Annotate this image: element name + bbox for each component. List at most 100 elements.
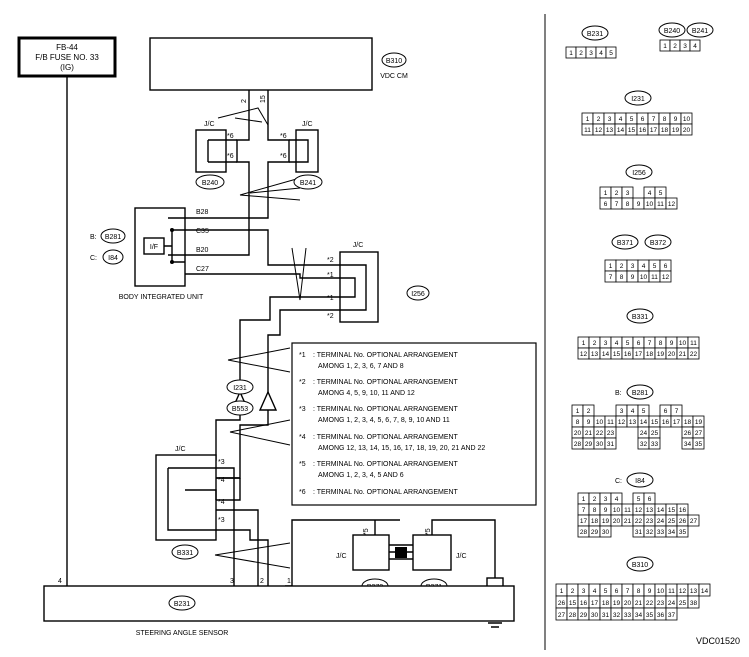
connector-pin-cell: [698, 583, 711, 597]
connector-pin: 3: [608, 116, 612, 123]
connector-pin: 7: [652, 116, 656, 123]
connector-pin: 9: [648, 588, 652, 595]
connector-pin: 2: [587, 408, 591, 415]
connector-title: I84: [635, 478, 645, 485]
connector-pin: 11: [624, 507, 631, 514]
connector-tag-shape: [626, 472, 654, 488]
connector-pin: 3: [604, 340, 608, 347]
connector-pin: 3: [620, 408, 624, 415]
body-unit-label: BODY INTEGRATED UNIT: [119, 294, 204, 301]
note-mark: *4: [299, 434, 306, 441]
connector-pin: 8: [593, 507, 597, 514]
tag-b-prefix: B:: [90, 234, 97, 241]
i84-tag: I84: [108, 255, 118, 262]
connector-pin: 25: [651, 430, 659, 437]
connector-prefix: C:: [615, 478, 622, 485]
steering-angle-sensor: [43, 585, 515, 622]
connector-pin: 8: [637, 588, 641, 595]
ground-star-left: *5: [363, 528, 370, 535]
connector-pin: 4: [599, 50, 603, 57]
connector-title-2: B372: [650, 240, 666, 247]
connector-pin: 26: [679, 518, 687, 525]
connector-pin: 28: [580, 529, 588, 536]
note-line-1: : TERMINAL No. OPTIONAL ARRANGEMENT: [313, 406, 459, 413]
connector-pin: 14: [701, 588, 709, 595]
connector-title: B231: [587, 31, 603, 38]
connector-pin: 15: [628, 127, 636, 134]
connector-tag-shape: [626, 384, 654, 400]
connector-tag-shape: [644, 234, 672, 250]
connector-pin: 23: [646, 518, 654, 525]
jc-label-ground-right: J/C: [456, 553, 467, 560]
connector-pin: 10: [640, 274, 648, 281]
connector-pin: 4: [615, 496, 619, 503]
vdc-label: VDC CM: [380, 73, 408, 80]
connector-pin: 10: [596, 419, 604, 426]
connector-pin: 32: [646, 529, 654, 536]
connector-pin: 30: [596, 441, 604, 448]
connector-title: B371: [617, 240, 633, 247]
connector-pin: 20: [668, 351, 676, 358]
star4-a: *4: [218, 477, 225, 484]
star2-a: *2: [327, 257, 334, 264]
connector-pin: 37: [668, 612, 676, 619]
connector-pin: 28: [569, 612, 577, 619]
connector-pin: 16: [624, 351, 632, 358]
note-mark: *5: [299, 461, 306, 468]
connector-title: B281: [632, 390, 648, 397]
connector-pin: 10: [646, 201, 654, 208]
connector-tag-shape: [581, 25, 609, 41]
connector-pin-cell: [680, 123, 693, 136]
connector-pin: 13: [606, 127, 614, 134]
connector-pin-cell: [604, 437, 617, 450]
sensor-pin-3: 3: [230, 578, 234, 585]
sensor-pin-4: 4: [58, 578, 62, 585]
connector-pin: 6: [664, 263, 668, 270]
connector-pin: 18: [661, 127, 669, 134]
connector-pin: 10: [657, 588, 665, 595]
b331-tag: B331: [177, 550, 193, 557]
connector-pin: 15: [613, 351, 621, 358]
connector-pin: 3: [582, 588, 586, 595]
connector-pin: 16: [580, 600, 588, 607]
connector-pin: 12: [662, 274, 670, 281]
connector-tag-shape: [626, 308, 654, 324]
connector-pin: 28: [574, 441, 582, 448]
connector-pin: 4: [615, 340, 619, 347]
star6-a: *6: [227, 133, 234, 140]
connector-pin: 35: [695, 441, 703, 448]
connector-pin: 5: [626, 340, 630, 347]
connector-pin-cell: [687, 347, 700, 360]
fuse-line-2: F/B FUSE NO. 33: [35, 53, 99, 62]
middle-wiring: [185, 229, 379, 365]
connector-pin: 12: [580, 351, 588, 358]
jc-label-mid: J/C: [353, 242, 364, 249]
connector-pin: 2: [593, 496, 597, 503]
pin-b20: B20: [196, 247, 209, 254]
connector-pin: 8: [576, 419, 580, 426]
connector-pin: 7: [626, 588, 630, 595]
connector-pin: 20: [683, 127, 691, 134]
connector-pin: 17: [591, 600, 599, 607]
connector-pin: 14: [617, 127, 625, 134]
connector-pin: 1: [586, 116, 590, 123]
sensor-label: STEERING ANGLE SENSOR: [136, 630, 229, 637]
connector-pin: 3: [589, 50, 593, 57]
connector-pin: 11: [668, 588, 675, 595]
b240-tag-shape: [195, 174, 225, 190]
notes-list: *1: TERMINAL No. OPTIONAL ARRANGEMENTAMO…: [299, 352, 485, 496]
sensor-pin-2: 2: [260, 578, 264, 585]
vdc-tag: B310: [386, 58, 402, 65]
note-mark: *3: [299, 406, 306, 413]
vdc-pin-2: 2: [241, 99, 248, 103]
connector-pin: 13: [629, 419, 637, 426]
connector-pin: 19: [657, 351, 665, 358]
note-line-2: AMONG 1, 2, 3, 4, 5 AND 6: [318, 472, 404, 479]
connector-pin: 11: [584, 127, 591, 134]
star1-b: *1: [327, 295, 334, 302]
connector-pin: 22: [690, 351, 698, 358]
connector-pin: 33: [624, 612, 632, 619]
